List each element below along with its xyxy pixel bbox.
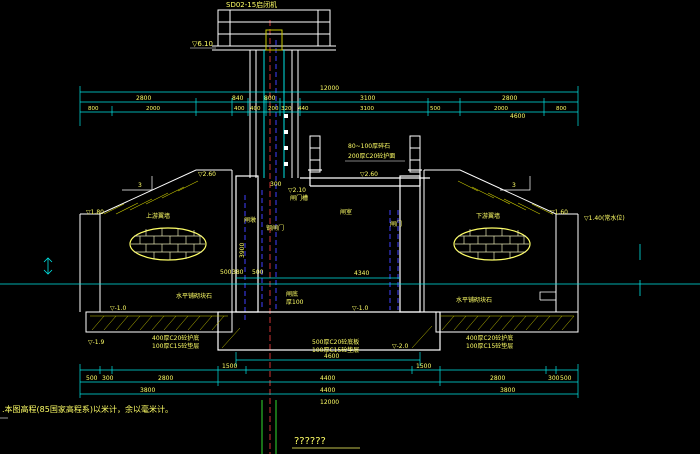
- gate-item-label: 闸门: [390, 220, 402, 228]
- layer-c1: 400厚C20砼护底: [466, 334, 513, 342]
- top-dim-row2-0: 2800: [136, 95, 151, 102]
- footnote: .本图高程(85国家高程系)以米计，余以毫米计。: [2, 404, 173, 414]
- right-stone-label: 水平铺砌块石: [456, 296, 492, 304]
- gate-text-label: 钢闸门: [266, 224, 284, 232]
- top-dim-row3: 800 2000 400 400 200 320 440 3100 500 20…: [88, 106, 567, 112]
- top-dim-row2-2: 800: [264, 95, 276, 102]
- bottom-dim-row1-4: 4400: [320, 375, 335, 382]
- bottom-top-dim: 4600: [324, 353, 339, 360]
- step-label-1: 80~100厚碎石: [348, 142, 390, 150]
- blue-guide-lines: [244, 40, 399, 320]
- crest-elev: ▽2.60: [360, 171, 378, 178]
- bottom-dim-overall: 12000: [320, 399, 339, 406]
- left-stone-label: 水平铺砌块石: [176, 292, 212, 300]
- step-label-2: 200厚C20砼护面: [348, 152, 395, 160]
- left-bank-elev: ▽2.60: [198, 171, 216, 178]
- gate-label: 闸门槽: [290, 194, 308, 202]
- top-dim-row3-4: 200: [268, 106, 279, 112]
- bank-hatch: [103, 180, 553, 215]
- bottom-dim-row1-1: 300: [102, 375, 114, 382]
- bottom-dim-row1-2: 2800: [158, 375, 173, 382]
- hoist-label: SD02-15启闭机: [226, 0, 277, 9]
- top-dim-row3-7: 3100: [360, 106, 374, 112]
- layer-a2: 100厚C15砼垫层: [152, 342, 199, 350]
- layer-c2: 100厚C15砼垫层: [466, 342, 513, 350]
- water-line: [0, 277, 700, 285]
- width-inner-dim: 4340: [354, 270, 369, 277]
- hoist-tower: [212, 9, 336, 178]
- bottom-dim-row2-0: 3800: [140, 387, 155, 394]
- bottom-dim-lines: [79, 352, 579, 398]
- handrails: [309, 135, 421, 173]
- dim-left-b: 380: [232, 269, 244, 276]
- dim-left-c: 500: [252, 269, 264, 276]
- left-base-elev: ▽-1.0: [110, 305, 127, 312]
- plate-thk-label: 厚100: [286, 299, 304, 306]
- concrete-hatch: [91, 315, 575, 349]
- bottom-dim-row1-7: 300: [548, 375, 560, 382]
- layer-a1: 400厚C20砼护底: [152, 334, 199, 342]
- top-dim-row3-1: 2000: [146, 106, 160, 112]
- bottom-title: ??????: [294, 436, 326, 447]
- top-dim-row3-9: 2000: [494, 106, 508, 112]
- bottom-dim-row1-6: 2800: [490, 375, 505, 382]
- layer-b2: 100厚C15砼垫层: [312, 346, 359, 354]
- top-dim-row2-3: 3100: [360, 95, 375, 102]
- left-water-elev: ▽1.80: [86, 209, 104, 216]
- upstream-label: 上游翼墙: [146, 212, 170, 220]
- lower-left-elev: ▽-1.9: [88, 339, 105, 346]
- slope-left-label: 3: [138, 182, 142, 189]
- right-outlet: [539, 291, 556, 301]
- top-dim-row2-1: 840: [232, 95, 244, 102]
- layer-b1: 500厚C20砼底板: [312, 338, 359, 346]
- bottom-dim-row2: 3800 4400 3800: [140, 387, 515, 394]
- masonry-left: [129, 227, 207, 261]
- top-dim-row3-8: 500: [430, 106, 441, 112]
- dim-height: 3900: [239, 243, 246, 258]
- top-dim-overall: 12000: [320, 85, 339, 92]
- top-dim-row3-6: 440: [298, 106, 309, 112]
- masonry-right: [453, 227, 531, 261]
- hoist-bolts: [284, 114, 288, 166]
- lower-center-elev: ▽-2.0: [392, 343, 409, 350]
- downstream-label: 下游翼墙: [476, 212, 500, 220]
- top-dim-row3-0: 800: [88, 106, 99, 112]
- banks: [79, 169, 579, 312]
- top-dim-row3-10: 800: [556, 106, 567, 112]
- center-marker: [261, 400, 277, 454]
- base-slab: [85, 311, 579, 351]
- top-dim-row3-3: 400: [250, 106, 261, 112]
- bottom-dim-row2-1: 4400: [320, 387, 335, 394]
- bottom-dim-row1: 500 300 2800 1500 4400 1500 2800 300 500: [86, 363, 572, 382]
- chamber-walls: [235, 169, 430, 313]
- dim-top-right: 4600: [510, 113, 525, 120]
- bottom-dim-row2-2: 3800: [500, 387, 515, 394]
- top-dim-row3-5: 320: [281, 106, 292, 112]
- slope-markers: [122, 176, 531, 191]
- dim-left-a: 500: [220, 269, 232, 276]
- right-water-elev: ▽1.60: [550, 209, 568, 216]
- chamber-label: 闸室: [340, 208, 352, 216]
- right-ref-elev: ▽1.40(常水位): [584, 214, 625, 222]
- sluice-elev: ▽2.10: [288, 187, 306, 194]
- bottom-plate-label: 闸底: [286, 290, 298, 298]
- elev-top: ▽6.10: [192, 40, 213, 48]
- top-dim-lines: [79, 86, 579, 126]
- bottom-dim-row1-0: 500: [86, 375, 98, 382]
- top-dim-row2-4: 2800: [502, 95, 517, 102]
- pier-label: 闸墩: [244, 216, 256, 224]
- bottom-dim-row1-8: 500: [560, 375, 572, 382]
- bottom-dim-row1-3: 1500: [222, 363, 237, 370]
- top-dim-row3-2: 400: [234, 106, 245, 112]
- center-base-elev: ▽-1.0: [352, 305, 369, 312]
- dim-inner-top: 300: [270, 181, 282, 188]
- top-dim-row2: 2800 840 800 3100 2800: [136, 95, 517, 102]
- axis-markers: [43, 244, 641, 296]
- slope-right-label: 3: [512, 182, 516, 189]
- base-labels: ▽-1.0 ▽-1.0 水平铺砌块石 水平铺砌块石 ▽-1.9 ▽-2.0 40…: [88, 113, 525, 354]
- bottom-dim-row1-5: 1500: [416, 363, 431, 370]
